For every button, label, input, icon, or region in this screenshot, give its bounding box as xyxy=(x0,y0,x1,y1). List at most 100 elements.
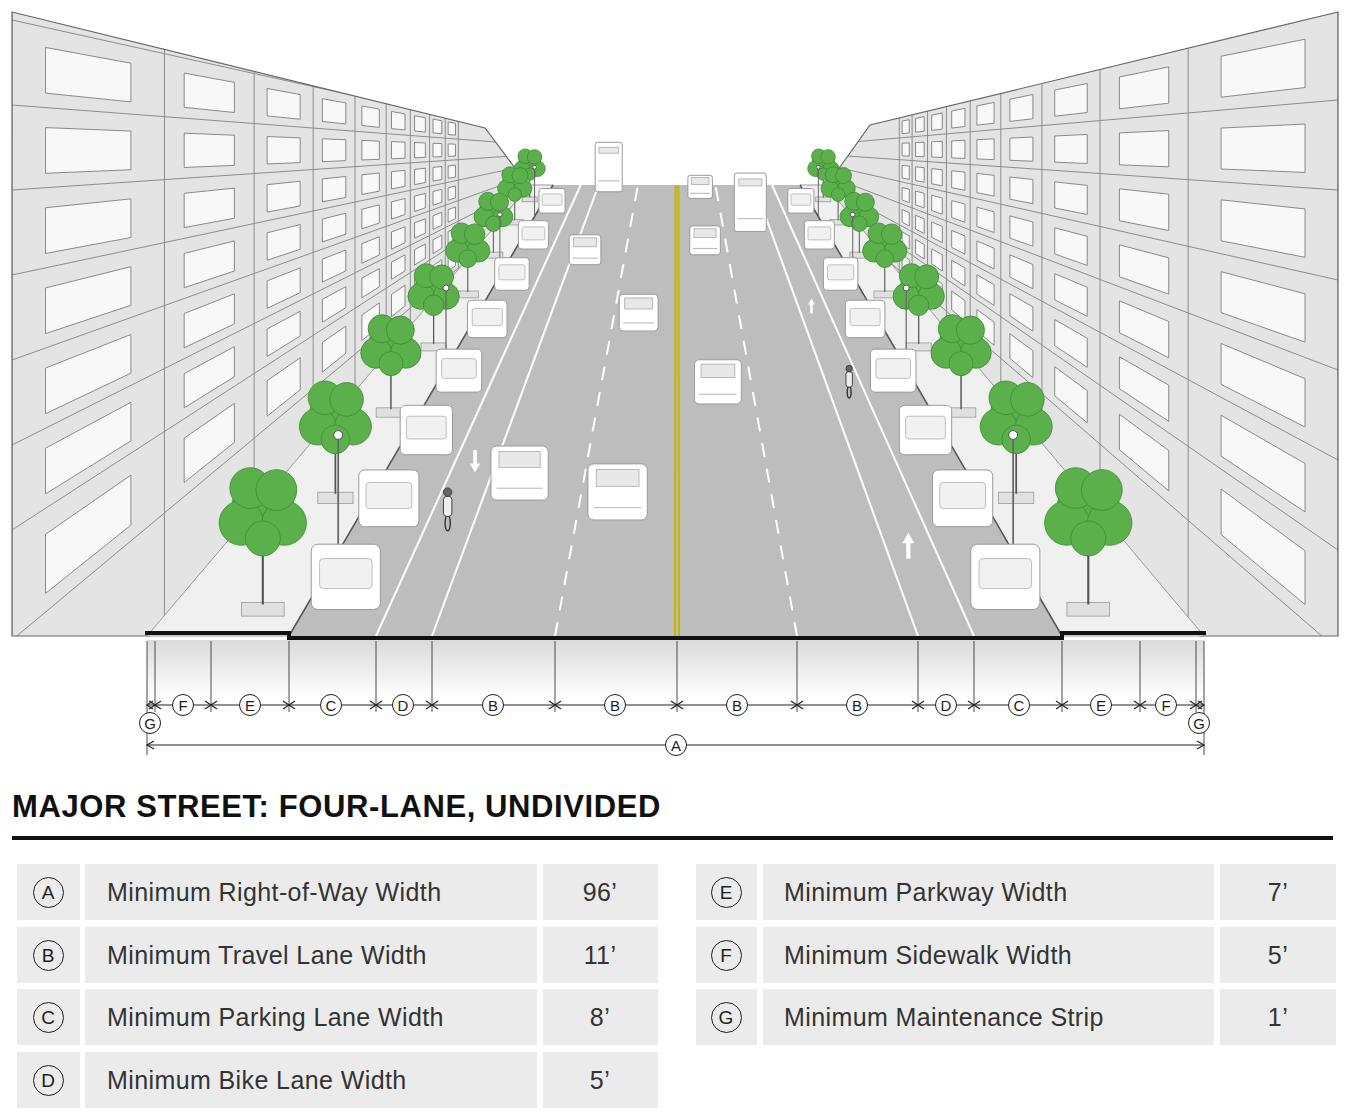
lamp-post xyxy=(1012,438,1014,557)
window xyxy=(391,170,405,189)
window xyxy=(322,176,345,201)
lamp-head xyxy=(850,212,855,217)
window xyxy=(1119,67,1168,109)
table-cell xyxy=(543,989,658,1045)
car xyxy=(359,470,419,527)
dimension-tick xyxy=(211,641,212,712)
dimension-letter: F xyxy=(720,946,732,965)
window xyxy=(1221,343,1305,427)
tree-canopy xyxy=(852,216,867,231)
window xyxy=(932,222,943,243)
window xyxy=(267,181,300,212)
window xyxy=(184,294,234,348)
table-cell xyxy=(17,927,80,983)
table-value: 5’ xyxy=(590,1068,610,1093)
dimension-letter: B xyxy=(732,698,742,713)
tree-canopy xyxy=(490,193,508,211)
dimension-line xyxy=(147,705,1204,706)
window xyxy=(267,268,300,308)
lamp-head xyxy=(816,165,820,169)
dimension-letter: G xyxy=(719,1008,734,1027)
window xyxy=(433,119,442,134)
tree-canopy xyxy=(1081,470,1122,511)
letter-circle: B xyxy=(604,694,626,716)
tree-canopy xyxy=(321,425,350,454)
rider-body xyxy=(443,496,451,516)
window xyxy=(1010,216,1033,246)
table-cell xyxy=(763,864,1214,920)
vehicle-window xyxy=(499,451,540,467)
vehicle-body xyxy=(899,405,951,454)
window xyxy=(902,165,909,179)
vehicle-roof xyxy=(828,265,854,280)
window xyxy=(1055,182,1088,215)
window xyxy=(1010,177,1033,204)
vehicle-roof xyxy=(850,308,880,325)
table-description: Minimum Maintenance Strip xyxy=(784,1005,1104,1030)
letter-circle: C xyxy=(1008,694,1030,716)
dimension-letter: D xyxy=(941,698,952,713)
letter-circle: D xyxy=(33,1065,64,1096)
lamp-post xyxy=(337,438,339,557)
table-description: Minimum Sidewalk Width xyxy=(784,943,1072,968)
window xyxy=(267,358,300,416)
dimension-tick xyxy=(289,641,290,712)
vehicle-window xyxy=(701,364,735,377)
table-cell xyxy=(1220,864,1336,920)
street-tree xyxy=(408,264,459,351)
bike-lane-arrow xyxy=(470,450,480,472)
dimension-letter: E xyxy=(720,883,733,902)
dimension-tick xyxy=(1062,641,1063,712)
window xyxy=(267,137,300,164)
window xyxy=(977,173,994,196)
curb-line xyxy=(800,185,1062,636)
vehicle-body xyxy=(823,258,857,291)
vehicle-body xyxy=(788,188,814,213)
window xyxy=(916,117,925,133)
table-description: Minimum Parking Lane Width xyxy=(107,1005,444,1030)
window xyxy=(952,230,965,254)
street-lamp xyxy=(533,165,537,218)
window xyxy=(391,142,405,159)
window xyxy=(977,102,994,125)
vehicle-bumper xyxy=(598,180,620,181)
vehicle-body xyxy=(436,349,482,392)
window xyxy=(322,250,345,282)
vehicle-roof xyxy=(320,559,373,589)
vehicle-body xyxy=(870,349,916,392)
car xyxy=(845,300,885,337)
tree-canopy xyxy=(423,295,444,316)
window xyxy=(362,140,379,160)
table-cell xyxy=(543,1052,658,1108)
lamp-head xyxy=(498,212,503,217)
table-description: Minimum Parkway Width xyxy=(784,880,1067,905)
window xyxy=(46,267,131,334)
tree-canopy xyxy=(1071,521,1106,556)
vehicle-body xyxy=(569,235,601,265)
bike-wheel xyxy=(445,516,450,531)
dimension-tick xyxy=(1204,641,1205,755)
dimension-arrow xyxy=(1197,741,1204,749)
car xyxy=(870,349,916,392)
window xyxy=(391,285,405,317)
vehicle-roof xyxy=(522,227,545,240)
letter-circle: G xyxy=(139,712,161,734)
window xyxy=(362,106,379,127)
dimension-tick xyxy=(918,641,919,712)
vehicle-body xyxy=(971,544,1040,609)
street-objects xyxy=(219,142,1132,616)
window xyxy=(267,225,300,261)
dimension-tick xyxy=(677,641,678,712)
letter-circle: F xyxy=(1155,694,1177,716)
vehicle-bumper xyxy=(693,248,717,249)
window xyxy=(977,275,994,306)
window xyxy=(46,475,131,593)
window xyxy=(362,173,379,194)
table-cell xyxy=(85,927,537,983)
vehicle-body xyxy=(688,175,712,198)
vehicle-body xyxy=(359,470,419,527)
street-tree xyxy=(931,315,991,418)
window xyxy=(916,191,925,208)
letter-circle: C xyxy=(320,694,342,716)
tree-planter xyxy=(318,492,353,503)
